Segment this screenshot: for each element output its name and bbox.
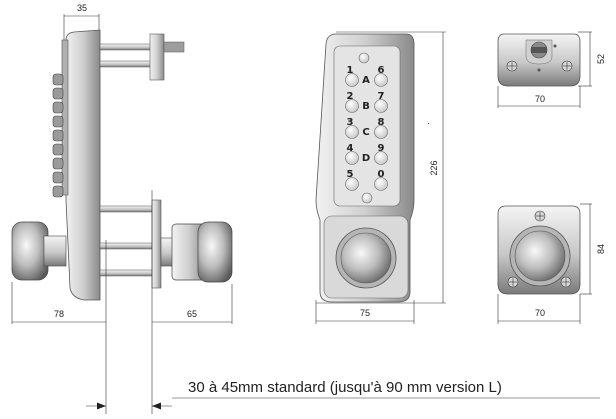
key-label-6: 6 bbox=[378, 65, 385, 76]
keypad-button[interactable] bbox=[345, 125, 359, 139]
key-label-9: 9 bbox=[378, 143, 385, 154]
key-label-7: 7 bbox=[378, 91, 385, 102]
keypad-button[interactable] bbox=[345, 151, 359, 165]
keypad-button[interactable] bbox=[374, 125, 388, 139]
key-label-5: 5 bbox=[347, 169, 354, 180]
keypad-button[interactable] bbox=[345, 177, 359, 191]
door-thickness-note: 30 à 45mm standard (jusqu'à 90 mm versio… bbox=[188, 379, 502, 396]
screw-icon bbox=[561, 60, 573, 72]
keypad-column-right: 6 7 8 9 0 bbox=[374, 65, 388, 191]
left-knob bbox=[11, 221, 67, 281]
keypad-button[interactable] bbox=[345, 73, 359, 87]
screw-icon bbox=[534, 210, 546, 222]
key-label-a: A bbox=[362, 75, 370, 86]
rear-plate-side bbox=[151, 199, 162, 289]
keypad-panel bbox=[333, 45, 401, 207]
door-thickness-dimension bbox=[86, 397, 600, 410]
dimension-label-84: 84 bbox=[596, 244, 606, 254]
keypad-button[interactable] bbox=[374, 73, 388, 87]
dimension-label-70-top: 70 bbox=[535, 94, 545, 104]
cam-plate-view: 52 70 bbox=[497, 31, 606, 108]
front-view: 226 · 1 A 2 B 3 C 4 D 5 bbox=[315, 31, 446, 324]
dimension-front-width: 75 bbox=[315, 300, 415, 324]
keypad-button[interactable] bbox=[374, 99, 388, 113]
key-label-d: D bbox=[362, 153, 370, 164]
dimension-rear-width: 70 bbox=[497, 294, 581, 324]
dimension-label-226: 226 bbox=[429, 160, 439, 175]
dimension-cam-width: 70 bbox=[497, 86, 581, 108]
side-view: 35 bbox=[11, 3, 600, 414]
key-label-0: 0 bbox=[378, 169, 385, 180]
key-label-1: 1 bbox=[347, 65, 354, 76]
dimension-label-52: 52 bbox=[596, 54, 606, 64]
key-label-4: 4 bbox=[347, 143, 354, 154]
upper-spindles bbox=[99, 33, 185, 81]
front-knob bbox=[335, 227, 397, 289]
key-label-8: 8 bbox=[378, 117, 385, 128]
screw-icon bbox=[560, 276, 572, 288]
keypad-housing-side bbox=[65, 29, 101, 301]
rear-plate-view: 84 70 bbox=[497, 203, 606, 324]
dimension-right-depth: 65 bbox=[152, 284, 233, 324]
clear-button[interactable] bbox=[361, 192, 373, 204]
lower-spindles bbox=[99, 205, 153, 277]
right-knob bbox=[160, 221, 233, 283]
dimension-label-65: 65 bbox=[187, 309, 197, 319]
dimension-label-70-bottom: 70 bbox=[535, 308, 545, 318]
indicator-button bbox=[358, 52, 370, 64]
key-label-3: 3 bbox=[347, 117, 354, 128]
keypad: 1 A 2 B 3 C 4 D 5 6 7 8 bbox=[345, 52, 388, 204]
cam-slot bbox=[531, 47, 547, 53]
keypad-button[interactable] bbox=[374, 177, 388, 191]
dot-mark: · bbox=[427, 118, 430, 128]
keypad-button[interactable] bbox=[374, 151, 388, 165]
dimension-label-75: 75 bbox=[360, 308, 370, 318]
keypad-button[interactable] bbox=[345, 99, 359, 113]
dimension-label-35: 35 bbox=[77, 3, 87, 13]
dimension-label-78: 78 bbox=[54, 309, 64, 319]
key-label-2: 2 bbox=[347, 91, 354, 102]
dimension-left-depth: 78 bbox=[11, 282, 106, 324]
key-label-c: C bbox=[362, 127, 369, 138]
keypad-column-left: 1 A 2 B 3 C 4 D 5 bbox=[345, 65, 370, 191]
rear-knob bbox=[514, 230, 566, 282]
screw-icon bbox=[506, 60, 518, 72]
key-label-b: B bbox=[362, 101, 370, 112]
screw-icon bbox=[507, 276, 519, 288]
side-buttons bbox=[52, 73, 64, 198]
